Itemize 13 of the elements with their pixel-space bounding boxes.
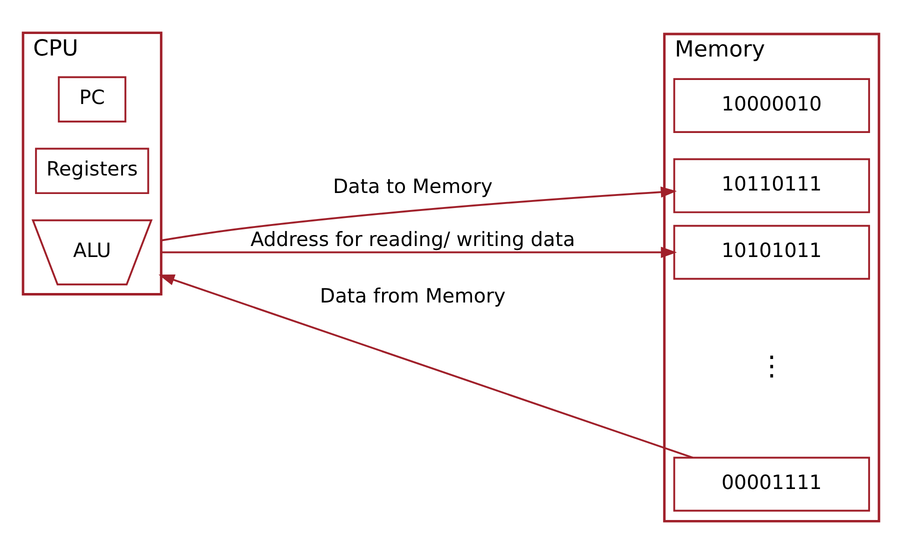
arrow xyxy=(161,186,677,241)
node-box: 10110111 xyxy=(673,158,870,213)
node-box: 10101011 xyxy=(673,224,870,280)
arrow xyxy=(161,246,677,258)
arrow xyxy=(158,274,694,458)
node-box: 00001111 xyxy=(673,456,870,512)
node-box: PC xyxy=(58,76,126,122)
edge-label: Data from Memory xyxy=(320,284,506,308)
edge-label: Address for reading/ writing data xyxy=(250,227,576,250)
edge-label: Data to Memory xyxy=(332,174,493,198)
label: ⋮ xyxy=(758,350,786,382)
node-box: 10000010 xyxy=(673,78,870,133)
node-box: Registers xyxy=(35,147,150,194)
